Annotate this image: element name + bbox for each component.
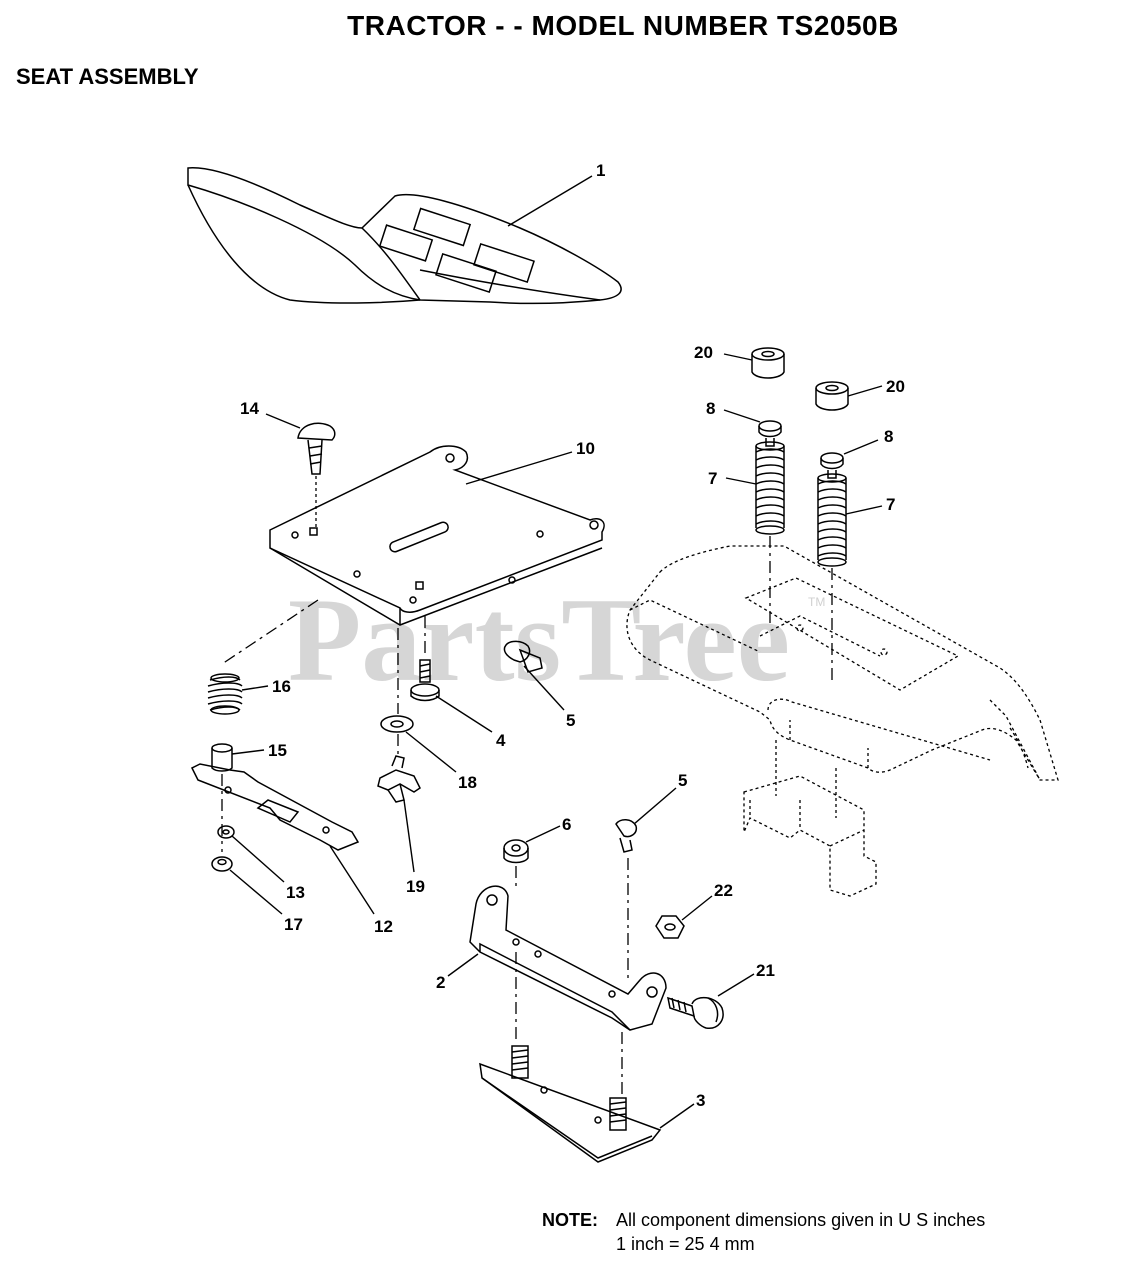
leader-4 [435, 695, 493, 733]
section-title: SEAT ASSEMBLY [16, 64, 199, 89]
leader-21 [717, 973, 755, 997]
callout-6: 6 [562, 815, 571, 834]
callout-2: 2 [436, 973, 445, 992]
part-washer [380, 715, 414, 733]
callout-17: 17 [284, 915, 303, 934]
part-bolt-4 [410, 659, 440, 702]
leader-5b [633, 787, 677, 825]
callout-3: 3 [696, 1091, 705, 1110]
callout-14: 14 [240, 399, 259, 418]
callout-18: 18 [458, 773, 477, 792]
part-nut-6 [503, 839, 529, 864]
part-spring-left [755, 441, 785, 535]
callout-20-left: 20 [694, 343, 713, 362]
leader-7a [725, 477, 757, 485]
page-title: TRACTOR - - MODEL NUMBER TS2050B [347, 10, 899, 41]
watermark-trademark: TM [808, 595, 825, 609]
callout-7-right: 7 [886, 495, 895, 514]
note-line-1: All component dimensions given in U S in… [616, 1210, 986, 1230]
callout-4: 4 [496, 731, 506, 750]
leader-5a [523, 665, 565, 711]
leader-8b [843, 439, 879, 455]
leader-2 [447, 953, 479, 977]
part-spring-small [207, 673, 243, 715]
part-seat-pan [269, 445, 605, 626]
note-label: NOTE: [542, 1210, 598, 1230]
part-spring-right [817, 473, 847, 567]
callout-16: 16 [272, 677, 291, 696]
callout-13: 13 [286, 883, 305, 902]
callout-21: 21 [756, 961, 775, 980]
part-bumper-left [751, 347, 785, 379]
note-line-2: 1 inch = 25 4 mm [616, 1234, 755, 1254]
part-main-bracket [469, 885, 667, 1031]
leader-10 [465, 451, 573, 485]
leader-8a [723, 409, 761, 423]
watermark-text: PartsTree [288, 573, 790, 706]
callout-8-right: 8 [884, 427, 893, 446]
callout-1: 1 [596, 161, 605, 180]
leader-14 [265, 413, 301, 429]
callout-22: 22 [714, 881, 733, 900]
leader-6 [525, 825, 561, 843]
part-nut-13 [217, 825, 235, 839]
leader-20a [723, 353, 753, 361]
leader-3 [659, 1103, 695, 1129]
callout-12: 12 [374, 917, 393, 936]
callout-20-right: 20 [886, 377, 905, 396]
leader-13 [231, 835, 285, 883]
leader-17 [229, 869, 283, 915]
part-knob [377, 755, 421, 803]
leader-19 [403, 799, 415, 873]
leader-12 [329, 845, 375, 915]
leader-1 [507, 175, 593, 227]
callout-5-upper: 5 [566, 711, 575, 730]
leader-22 [681, 895, 713, 921]
part-bumper-right [815, 381, 849, 411]
part-carriage-bolt [297, 422, 336, 475]
part-seat [187, 167, 622, 305]
callout-8-left: 8 [706, 399, 715, 418]
leader-20b [847, 385, 883, 397]
leader-18 [405, 731, 457, 773]
part-tractor-body [626, 545, 1059, 897]
callout-15: 15 [268, 741, 287, 760]
part-base-plate [479, 1045, 662, 1163]
dimension-note: NOTE: All component dimensions given in … [542, 1208, 985, 1256]
callout-5-lower: 5 [678, 771, 687, 790]
part-bracket-plate [190, 763, 360, 851]
part-nut-22 [655, 915, 685, 939]
part-clip-upper [503, 640, 543, 673]
part-shoulder-bolt [667, 996, 724, 1029]
callout-7-left: 7 [708, 469, 717, 488]
part-nut-17 [211, 856, 233, 872]
callout-19: 19 [406, 877, 425, 896]
leader-16 [241, 685, 269, 691]
part-clip-lower [615, 819, 638, 853]
leader-7b [845, 505, 883, 515]
callout-10: 10 [576, 439, 595, 458]
part-spacer [211, 743, 233, 772]
leader-15 [231, 749, 265, 755]
note-text: All component dimensions given in U S in… [616, 1208, 985, 1256]
